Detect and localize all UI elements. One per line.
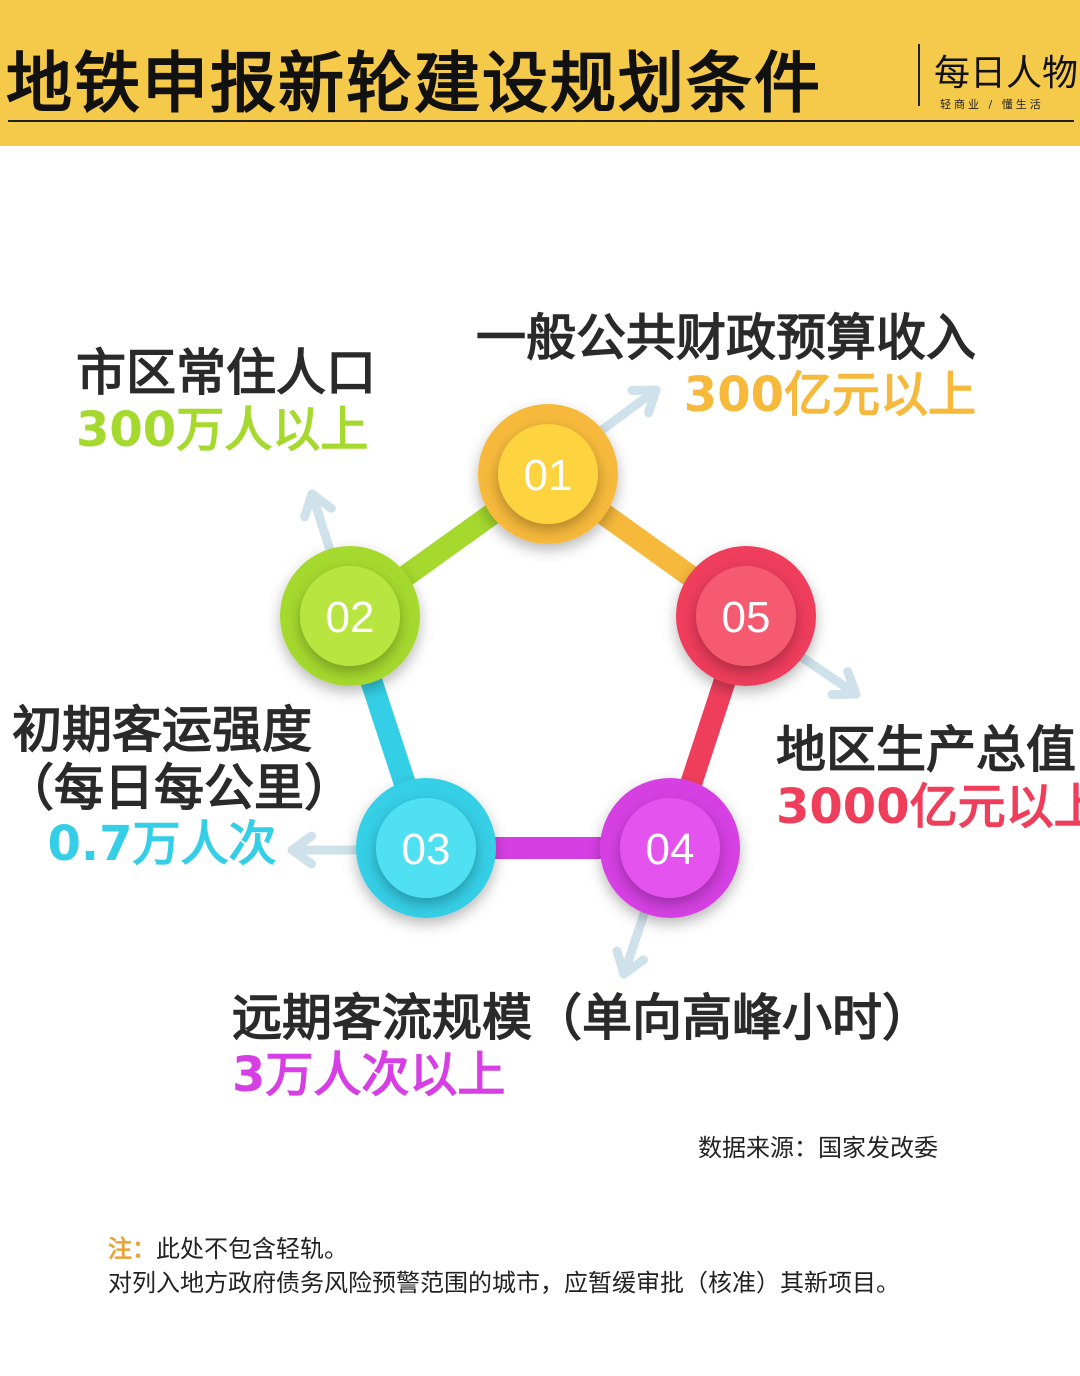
arrow-02-head-icon [300, 489, 336, 522]
header-banner: 地铁申报新轮建设规划条件 每日人物 轻商业 / 懂生活 [0, 0, 1080, 146]
brand-slogan: 轻商业 / 懂生活 [940, 98, 1044, 111]
node-05-inner-disc [696, 566, 796, 666]
arrow-05-shaft [795, 651, 861, 699]
node-01-inner-disc [498, 424, 598, 524]
node-03-inner-disc [376, 798, 476, 898]
node-03-number: 03 [402, 825, 451, 874]
data-source: 数据来源：国家发改委 [698, 1134, 938, 1162]
node-01-number: 01 [524, 451, 573, 500]
node-05-value: 3000亿元以上 [776, 778, 1080, 835]
node-03-value: 0.7万人次 [47, 816, 277, 872]
node-05: 05 [676, 546, 816, 686]
node-04-value: 3万人次以上 [232, 1046, 506, 1103]
node-04-number: 04 [646, 825, 695, 874]
arrow-04-shaft [619, 909, 649, 979]
arrow-01-shaft [597, 385, 661, 435]
node-04-title: 远期客流规模（单向高峰小时） [232, 989, 932, 1047]
node-05-title: 地区生产总值 [776, 721, 1076, 779]
node-04-label: 远期客流规模（单向高峰小时） 3万人次以上 [232, 989, 932, 1103]
note-line-2: 对列入地方政府债务风险预警范围的城市，应暂缓审批（核准）其新项目。 [108, 1268, 900, 1297]
node-05-label: 地区生产总值 3000亿元以上 [776, 721, 1080, 835]
node-03-label: 初期客运强度 （每日每公里） 0.7万人次 [4, 701, 354, 872]
node-01: 01 [478, 404, 618, 544]
node-04: 04 [600, 778, 740, 918]
footnote: 注：此处不包含轻轨。 对列入地方政府债务风险预警范围的城市，应暂缓审批（核准）其… [108, 1233, 900, 1300]
note-label: 注： [108, 1235, 156, 1263]
arrow-01-head-icon [627, 385, 661, 418]
node-01-title: 一般公共财政预算收入 [476, 309, 976, 367]
node-02: 02 [280, 546, 420, 686]
node-03: 03 [356, 778, 496, 918]
arrow-03-head-icon [287, 831, 317, 869]
note-line-1: 此处不包含轻轨。 [156, 1235, 348, 1263]
arrow-02-shaft [307, 489, 335, 555]
brand-logo: 每日人物 [934, 53, 1079, 94]
node-04-inner-disc [620, 798, 720, 898]
arrow-05-head-icon [827, 666, 861, 700]
header-rule [8, 120, 1074, 122]
arrow-04-head-icon [612, 946, 648, 979]
node-05-number: 05 [722, 593, 771, 642]
node-01-value: 300亿元以上 [683, 366, 976, 423]
node-02-title: 市区常住人口 [76, 344, 376, 402]
node-01-label: 一般公共财政预算收入 300亿元以上 [476, 309, 976, 423]
node-03-subtitle: （每日每公里） [4, 758, 354, 817]
node-03-title: 初期客运强度 [12, 701, 312, 759]
node-02-number: 02 [326, 593, 375, 642]
page-title: 地铁申报新轮建设规划条件 [6, 45, 822, 122]
node-02-label: 市区常住人口 300万人以上 [76, 344, 376, 458]
node-02-value: 300万人以上 [76, 401, 369, 458]
node-02-inner-disc [300, 566, 400, 666]
brand-divider [918, 44, 920, 106]
